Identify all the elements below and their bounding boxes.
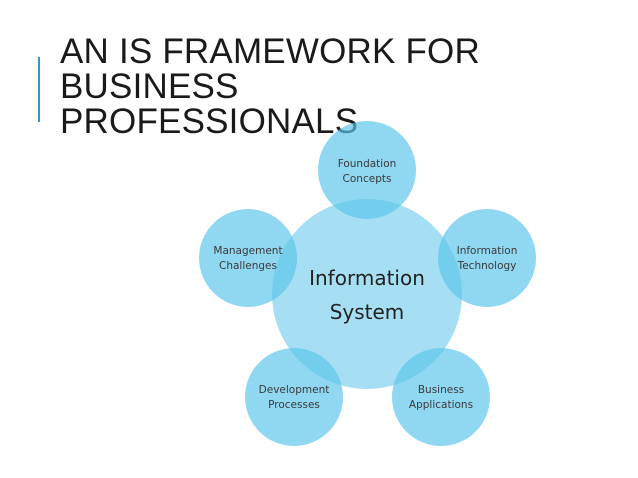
node-label-management-line2: Challenges xyxy=(219,260,277,272)
node-label-foundation-line1: Foundation xyxy=(338,158,397,170)
node-label-business-line1: Business xyxy=(418,384,464,396)
node-label-information-technology-line2: Technology xyxy=(457,260,517,272)
node-label-information-technology-line1: Information xyxy=(457,245,518,257)
center-circle xyxy=(272,199,462,389)
slide-title: AN IS FRAMEWORK FOR BUSINESS PROFESSIONA… xyxy=(60,32,480,141)
node-circle-business-applications xyxy=(392,348,490,446)
node-label-business-line2: Applications xyxy=(409,399,473,411)
center-label-line1: Information xyxy=(309,266,425,290)
node-circle-information-technology xyxy=(438,209,536,307)
node-circle-development-processes xyxy=(245,348,343,446)
center-label-line2: System xyxy=(330,300,405,324)
title-accent-bar xyxy=(38,57,40,122)
node-circle-foundation-concepts xyxy=(318,121,416,219)
node-label-management-line1: Management xyxy=(213,245,282,257)
node-circle-management-challenges xyxy=(199,209,297,307)
node-label-development-line1: Development xyxy=(259,384,330,396)
node-label-development-line2: Processes xyxy=(268,399,320,411)
node-label-foundation-line2: Concepts xyxy=(343,173,392,185)
